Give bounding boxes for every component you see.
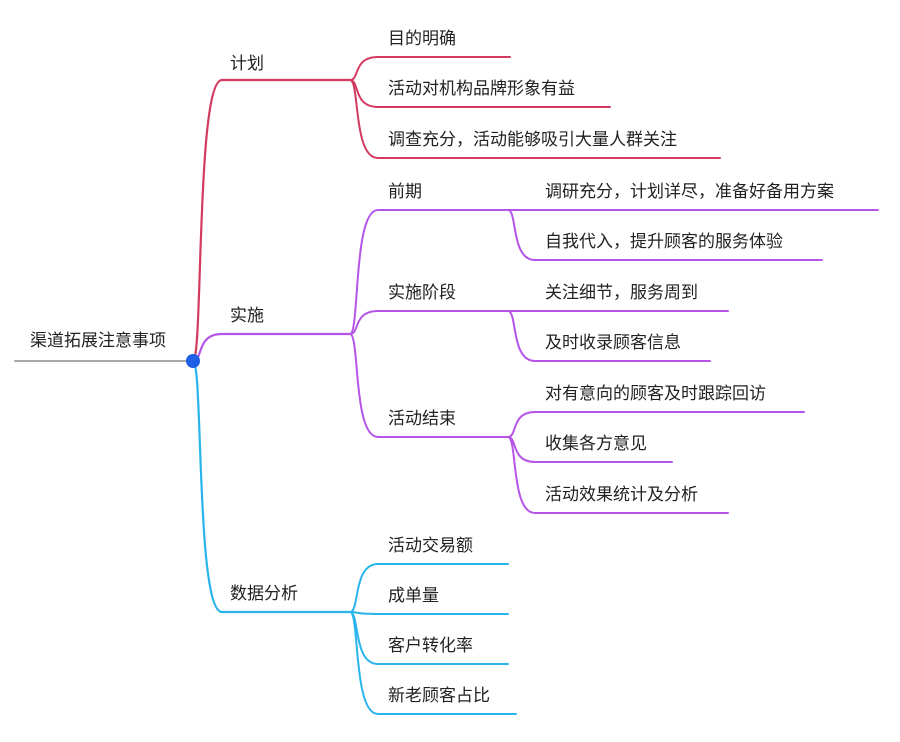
phase-early-label: 前期	[388, 182, 422, 202]
execution-item-1: 关注细节，服务周到	[545, 283, 698, 303]
data-item-4-connector	[349, 611, 379, 715]
phase-execution-label: 实施阶段	[388, 283, 456, 303]
end-item-3: 活动效果统计及分析	[545, 485, 698, 505]
phase-3-connector	[349, 333, 379, 438]
plan-item-3-connector	[349, 79, 379, 159]
plan-item-2: 活动对机构品牌形象有益	[388, 79, 575, 99]
data-item-4: 新老顾客占比	[388, 686, 490, 706]
branch-data-label: 数据分析	[230, 584, 298, 604]
branch-plan-connector	[191, 78, 224, 363]
data-item-2: 成单量	[388, 586, 439, 606]
phase-end-label: 活动结束	[388, 409, 456, 429]
phase-1-item-2-connector	[507, 209, 536, 261]
early-item-2: 自我代入，提升顾客的服务体验	[545, 232, 783, 252]
end-item-1: 对有意向的顾客及时跟踪回访	[545, 384, 766, 404]
data-item-3: 客户转化率	[388, 636, 473, 656]
early-item-1: 调研充分，计划详尽，准备好备用方案	[545, 182, 834, 202]
plan-item-1-connector	[349, 56, 379, 81]
branch-implement-label: 实施	[230, 306, 264, 326]
end-item-2: 收集各方意见	[545, 434, 647, 454]
data-item-1: 活动交易额	[388, 536, 473, 556]
data-item-2-connector	[349, 611, 379, 615]
root-node-label: 渠道拓展注意事项	[30, 331, 166, 351]
data-item-1-connector	[349, 563, 379, 613]
phase-3-item-3-connector	[507, 436, 536, 514]
plan-item-1: 目的明确	[388, 29, 456, 49]
phase-1-connector	[349, 209, 379, 335]
root-node-dot	[186, 354, 200, 368]
branch-data-connector	[191, 359, 224, 614]
phase-2-connector	[349, 310, 379, 335]
execution-item-2: 及时收录顾客信息	[545, 333, 681, 353]
branch-plan-label: 计划	[230, 54, 264, 74]
plan-item-3: 调查充分，活动能够吸引大量人群关注	[388, 130, 677, 150]
phase-3-item-1-connector	[507, 411, 536, 438]
phase-2-item-2-connector	[507, 310, 536, 362]
